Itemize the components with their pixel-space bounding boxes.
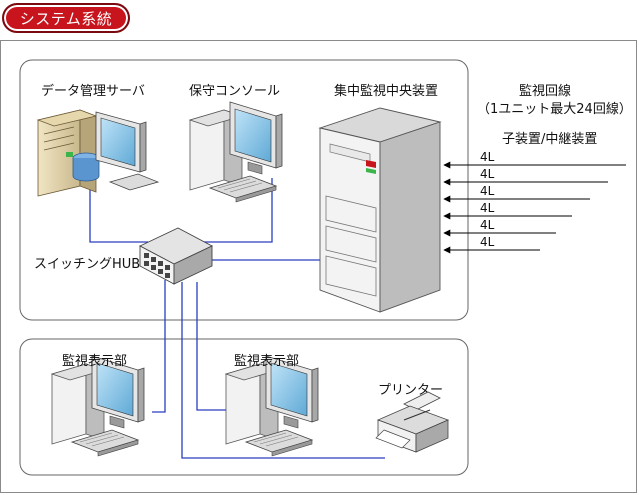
display-1-icon	[51, 355, 145, 457]
display-2-label: 監視表示部	[234, 354, 300, 369]
maintenance-console-icon	[189, 101, 283, 203]
display-2-icon	[225, 355, 319, 457]
line-label: 4L	[480, 218, 495, 232]
data-server-label: データ管理サーバ	[41, 84, 145, 99]
line-label: 4L	[480, 201, 495, 215]
printer-icon	[375, 391, 450, 453]
maintenance-console-label: 保守コンソール	[189, 84, 281, 99]
central-monitor-icon	[318, 107, 442, 313]
line-arrows	[443, 161, 626, 254]
switching-hub-label: スイッチングHUB	[34, 257, 141, 272]
switching-hub-icon	[138, 227, 214, 285]
line-label: 4L	[480, 150, 495, 164]
sub-devices-label: 子装置/中継装置	[502, 132, 598, 147]
line-label: 4L	[480, 167, 495, 181]
line-label: 4L	[480, 184, 495, 198]
network-lines	[89, 178, 385, 459]
display-1-label: 監視表示部	[62, 354, 128, 369]
monitoring-lines-label: 監視回線	[519, 84, 572, 99]
monitoring-lines-sub-label: （1ユニット最大24回線）	[477, 102, 632, 117]
printer-label: プリンター	[378, 383, 444, 398]
page-title: システム系統	[2, 3, 130, 33]
data-server-icon	[36, 109, 160, 197]
lower-panel	[19, 338, 469, 476]
diagram-frame	[0, 40, 637, 493]
upper-panel	[19, 59, 469, 321]
central-monitor-label: 集中監視中央装置	[334, 84, 439, 99]
line-label: 4L	[480, 235, 495, 249]
